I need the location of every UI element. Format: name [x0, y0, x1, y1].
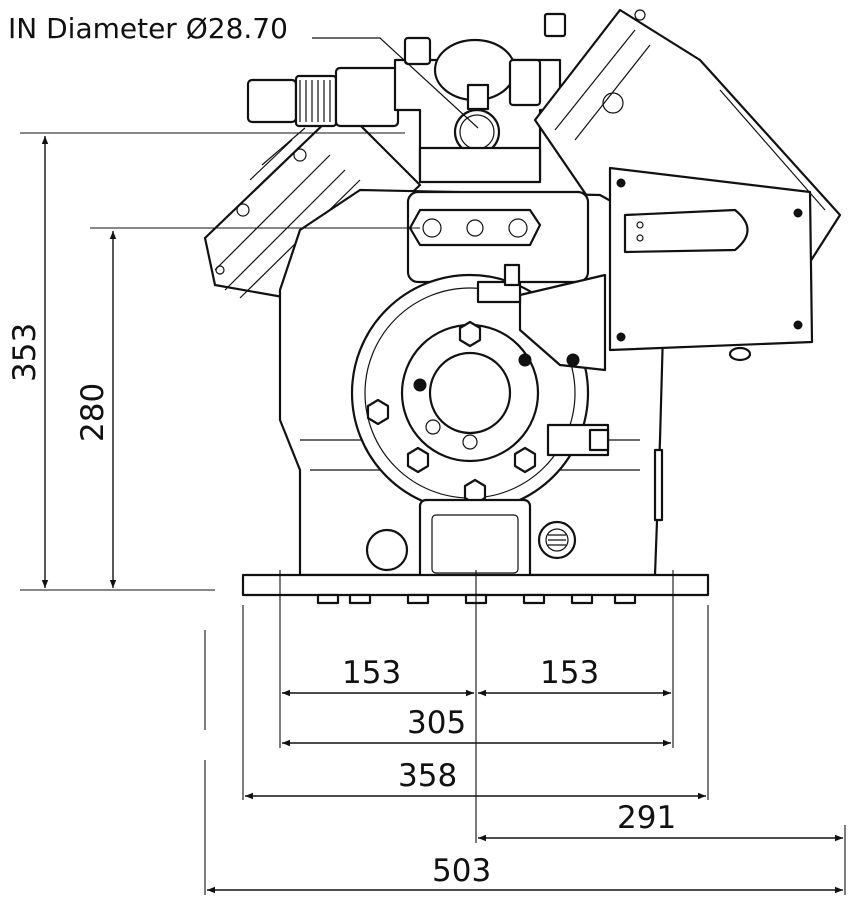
dim-overall-width: 503 [432, 853, 491, 889]
horizontal-dimensions: 153 153 305 358 291 503 [204, 570, 846, 895]
dim-center-to-right: 291 [617, 800, 676, 836]
dim-base-width: 358 [398, 758, 457, 794]
inlet-diameter-label: IN Diameter Ø28.70 [8, 12, 288, 45]
dim-left-half: 153 [342, 655, 401, 691]
dim-vertical-inlet: 280 [75, 383, 111, 442]
compressor-body [203, 8, 842, 605]
control-module [608, 166, 814, 362]
side-fittings [476, 263, 664, 522]
suction-fitting [246, 66, 400, 128]
vertical-dimensions: 353 280 [7, 132, 420, 591]
dim-mount-spacing: 305 [407, 705, 466, 741]
inlet-diameter-callout: IN Diameter Ø28.70 [8, 12, 479, 129]
dim-vertical-overall: 353 [7, 323, 43, 382]
top-valve-block [393, 12, 567, 184]
dim-right-half: 153 [540, 655, 599, 691]
